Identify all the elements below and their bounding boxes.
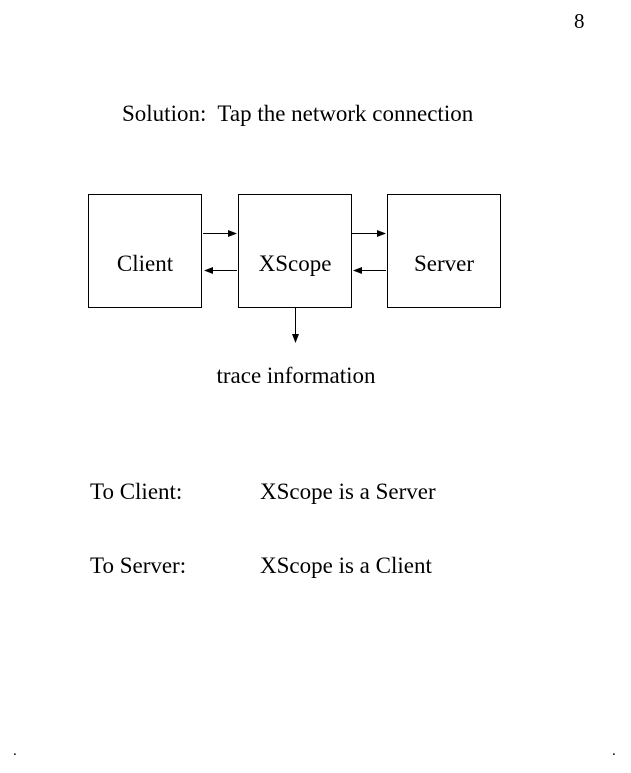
box-label-server: Server [413, 250, 475, 276]
note-to-server-value: XScope is a Client [260, 553, 432, 578]
slide-title: Solution: Tap the network connection [122, 101, 474, 126]
diagram-box-server: Server [387, 194, 501, 308]
box-label-xscope: XScope [258, 250, 332, 276]
note-to-client-value: XScope is a Server [260, 479, 436, 504]
diagram-box-xscope: XScope [238, 194, 352, 308]
box-label-client: Client [116, 250, 174, 276]
note-to-client-label: To Client: [90, 479, 183, 504]
note-to-server-label: To Server: [90, 553, 187, 578]
page-corner-mark-right: . [612, 743, 616, 759]
trace-information-label: trace information [216, 363, 376, 388]
page-corner-mark-left: . [13, 743, 17, 759]
diagram-box-client: Client [88, 194, 202, 308]
page-number: 8 [574, 9, 585, 33]
